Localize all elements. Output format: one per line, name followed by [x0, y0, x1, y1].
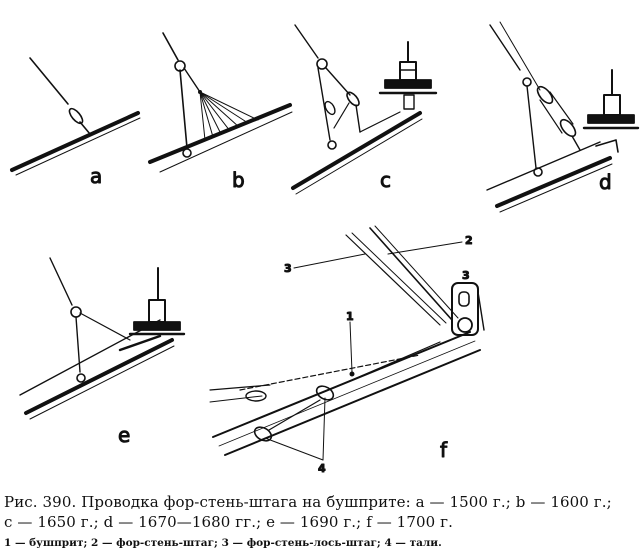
- callout-1: 1: [346, 310, 354, 323]
- panel-a-drawing: [10, 57, 141, 176]
- figure-caption: Рис. 390. Проводка фор-стень-штага на бу…: [4, 492, 638, 551]
- panel-f-drawing: [209, 225, 485, 461]
- panel-label-e: e: [118, 423, 130, 447]
- panel-label-c: c: [380, 168, 391, 192]
- rigging-diagram: a b c: [10, 21, 640, 476]
- caption-line-2: c — 1650 г.; d — 1670—1680 гг.; e — 1690…: [4, 513, 453, 531]
- caption-legend: 1 — бушприт; 2 — фор-стень-штаг; 3 — фор…: [4, 537, 442, 549]
- callout-4: 4: [318, 462, 326, 475]
- panel-c-drawing: [291, 24, 438, 195]
- panel-label-d: d: [599, 170, 612, 194]
- panel-label-f: f: [440, 438, 448, 462]
- panel-b-drawing: [148, 32, 293, 173]
- callout-2: 2: [465, 234, 473, 247]
- callout-3: 3: [284, 262, 292, 275]
- panel-e-drawing: [19, 257, 186, 420]
- callout-3-cap: 3: [462, 269, 470, 282]
- panel-label-b: b: [232, 168, 245, 192]
- panel-label-a: a: [90, 164, 102, 188]
- caption-line-1: Рис. 390. Проводка фор-стень-штага на бу…: [4, 493, 612, 511]
- panel-d-drawing: [486, 21, 640, 213]
